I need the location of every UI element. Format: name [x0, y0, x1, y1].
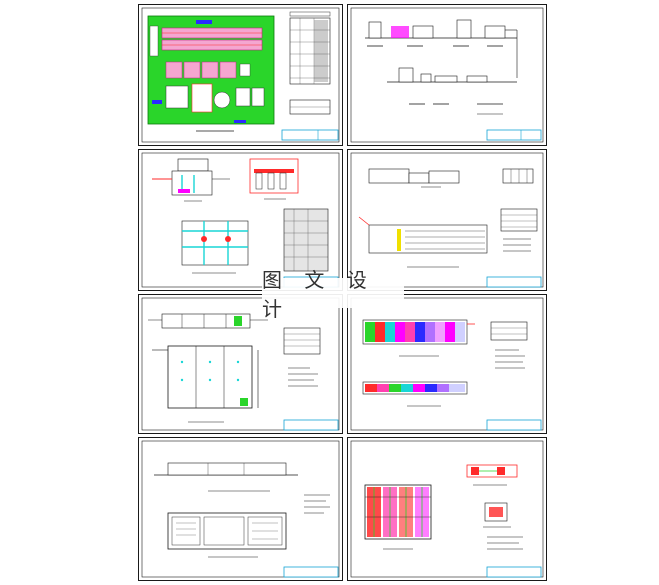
watermark-text: 图 文 设 计: [262, 268, 404, 321]
pump-station-drawing: [138, 149, 343, 291]
sludge-treatment-drawing: [347, 437, 547, 581]
sheet-process-elevation: [347, 4, 547, 146]
anoxic-tank-drawing: [138, 294, 343, 434]
grit-chamber-drawing: [347, 149, 547, 291]
sheet-grit-chamber: [347, 149, 547, 291]
sheet-sludge-treatment: [347, 437, 547, 581]
sheet-aeration-tank: [347, 294, 547, 434]
sheet-site-plan: [138, 4, 343, 146]
sheet-building-elevation: [138, 437, 343, 581]
sheet-anoxic-tank: [138, 294, 343, 434]
aeration-tank-drawing: [347, 294, 547, 434]
building-elevation-drawing: [138, 437, 343, 581]
site-plan-drawing: [138, 4, 343, 146]
process-elevation-drawing: [347, 4, 547, 146]
sheet-pump-station: [138, 149, 343, 291]
